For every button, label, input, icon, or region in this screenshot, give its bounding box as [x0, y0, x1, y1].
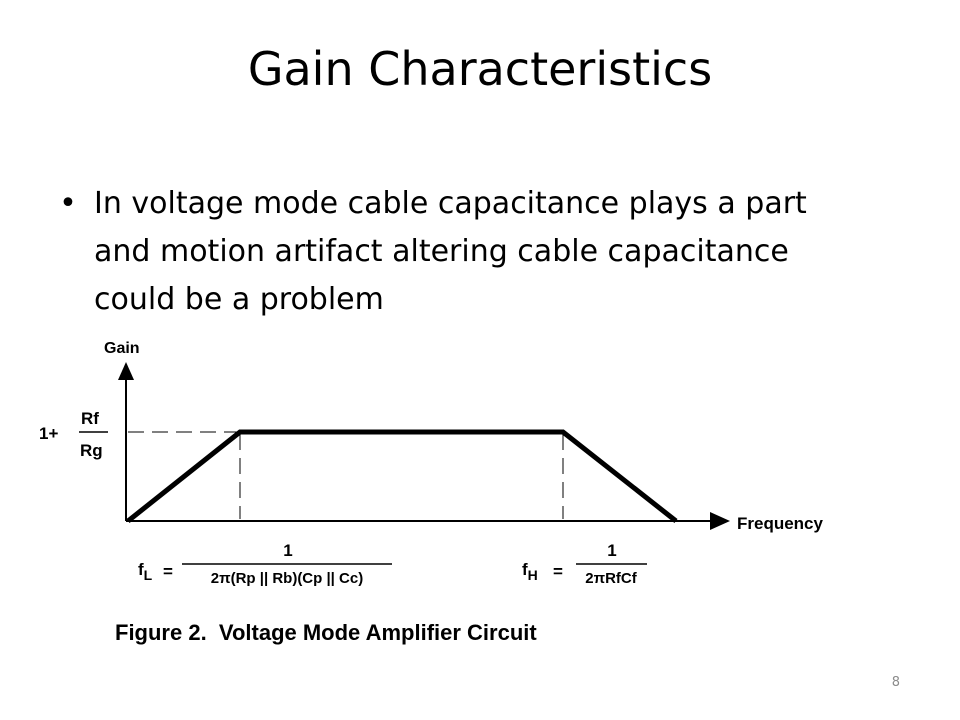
bullet-list: • In voltage mode cable capacitance play… — [58, 180, 918, 324]
bullet-item: • In voltage mode cable capacitance play… — [58, 180, 918, 324]
fl-equals: = — [163, 562, 173, 581]
fl-denominator: 2π(Rp || Rb)(Cp || Cc) — [211, 570, 363, 587]
x-axis-label: Frequency — [737, 514, 824, 533]
fh-numerator: 1 — [607, 541, 616, 560]
fl-numerator: 1 — [283, 541, 292, 560]
gain-response-curve — [126, 429, 678, 523]
fh-symbol: fH — [522, 560, 538, 583]
y-axis-label: Gain — [104, 340, 140, 357]
bullet-line-1: In voltage mode cable capacitance plays … — [94, 186, 807, 221]
gain-denominator: Rg — [80, 441, 103, 460]
page-number: 8 — [891, 675, 900, 690]
bullet-line-2: and motion artifact altering cable capac… — [94, 234, 789, 269]
bullet-line-3: could be a problem — [94, 282, 384, 317]
fh-denominator: 2πRfCf — [585, 570, 637, 587]
figure-caption: Figure 2. Voltage Mode Amplifier Circuit — [115, 620, 537, 645]
y-axis-arrow — [118, 362, 134, 380]
gain-diagram: Gain Frequency 1+ Rf Rg fL = 1 2π(Rp || … — [39, 340, 824, 645]
x-axis-arrow — [710, 512, 730, 530]
gain-numerator: Rf — [81, 409, 99, 428]
slide-title: Gain Characteristics — [247, 42, 713, 96]
fl-symbol: fL — [138, 560, 153, 583]
fh-equals: = — [553, 562, 563, 581]
gain-prefix: 1+ — [39, 424, 58, 443]
bullet-marker: • — [59, 186, 77, 221]
